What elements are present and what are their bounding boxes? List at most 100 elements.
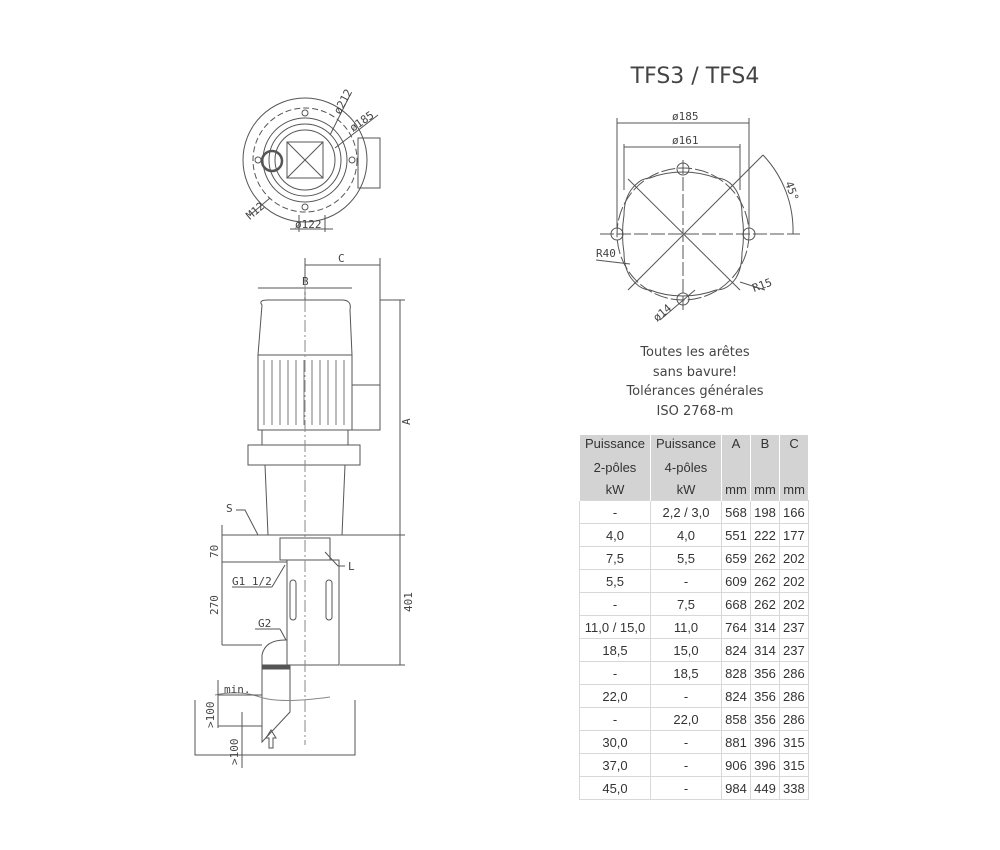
table-cell: 315 <box>779 753 809 777</box>
table-cell: 286 <box>779 684 809 708</box>
header-c: C <box>779 435 809 457</box>
table-cell: 237 <box>779 638 809 662</box>
table-cell: 396 <box>750 753 780 777</box>
label-d212: ø212 <box>331 87 355 117</box>
label-d122: ø122 <box>295 218 322 231</box>
table-cell: 668 <box>721 592 751 616</box>
table-cell: 177 <box>779 523 809 547</box>
header-unit: kW <box>650 478 722 501</box>
header-unit: mm <box>750 478 780 501</box>
table-cell: 11,0 / 15,0 <box>579 615 651 639</box>
label-g2: G2 <box>258 617 271 630</box>
table-cell: 22,0 <box>650 707 722 731</box>
table-cell: 11,0 <box>650 615 722 639</box>
table-cell: 30,0 <box>579 730 651 754</box>
table-cell: 4,0 <box>650 523 722 547</box>
note-line: sans bavure! <box>652 364 738 380</box>
pump-side-view: C B A 401 70 270 G1 1/2 G2 S L min. <box>194 252 415 768</box>
table-cell: 396 <box>750 730 780 754</box>
table-cell: 18,5 <box>579 638 651 662</box>
label-c: C <box>338 252 345 265</box>
table-cell: - <box>650 684 722 708</box>
label-45deg: 45° <box>782 180 801 203</box>
table-cell: 356 <box>750 707 780 731</box>
header-2poles-1: Puissance <box>579 435 651 457</box>
table-cell: 5,5 <box>650 546 722 570</box>
table-cell: 659 <box>721 546 751 570</box>
flow-arrow-icon <box>265 729 277 749</box>
table-cell: 166 <box>779 500 809 524</box>
table-cell: - <box>579 661 651 685</box>
table-cell: 222 <box>750 523 780 547</box>
table-cell: 2,2 / 3,0 <box>650 500 722 524</box>
table-cell: 262 <box>750 569 780 593</box>
label-a: A <box>400 418 413 425</box>
table-cell: 984 <box>721 776 751 800</box>
table-cell: 338 <box>779 776 809 800</box>
header-blank <box>721 457 751 478</box>
header-4poles-1: Puissance <box>650 435 722 457</box>
table-cell: 449 <box>750 776 780 800</box>
table-cell: 37,0 <box>579 753 651 777</box>
table-cell: 202 <box>779 569 809 593</box>
table-cell: 315 <box>779 730 809 754</box>
note-line: ISO 2768-m <box>656 403 734 419</box>
table-cell: 262 <box>750 546 780 570</box>
label-min: min. <box>224 683 251 696</box>
label-r40: R40 <box>596 247 616 260</box>
table-cell: 5,5 <box>579 569 651 593</box>
page-title: TFS3 / TFS4 <box>630 64 760 89</box>
table-cell: 764 <box>721 615 751 639</box>
table-cell: - <box>650 776 722 800</box>
label-d161: ø161 <box>672 134 699 147</box>
tolerance-notes: Toutes les arêtes sans bavure! Tolérance… <box>590 343 800 421</box>
table-cell: 15,0 <box>650 638 722 662</box>
table-cell: 7,5 <box>579 546 651 570</box>
label-100b: >100 <box>228 739 241 766</box>
table-cell: 45,0 <box>579 776 651 800</box>
table-cell: - <box>650 569 722 593</box>
table-cell: 202 <box>779 546 809 570</box>
flange-drawing: 45° ø185 ø161 R40 R15 ø14 <box>595 110 801 324</box>
header-unit: kW <box>579 478 651 501</box>
label-270: 270 <box>208 595 221 615</box>
dimensions-table: Puissance Puissance A B C 2-pôles 4-pôle… <box>579 435 809 800</box>
table-cell: 202 <box>779 592 809 616</box>
table-cell: 356 <box>750 661 780 685</box>
header-blank <box>779 457 809 478</box>
table-cell: 824 <box>721 684 751 708</box>
table-cell: 858 <box>721 707 751 731</box>
label-g1: G1 1/2 <box>232 575 272 588</box>
table-cell: 198 <box>750 500 780 524</box>
table-cell: - <box>579 500 651 524</box>
table-cell: - <box>650 730 722 754</box>
label-401: 401 <box>402 592 415 612</box>
table-cell: 906 <box>721 753 751 777</box>
note-line: Toutes les arêtes <box>640 345 750 360</box>
label-d185: ø185 <box>672 110 699 123</box>
label-d185: ø185 <box>347 109 376 135</box>
label-100a: >100 <box>204 702 217 729</box>
table-cell: 7,5 <box>650 592 722 616</box>
label-s: S <box>226 502 233 515</box>
label-70: 70 <box>208 545 221 558</box>
table-cell: 286 <box>779 661 809 685</box>
label-l: L <box>348 560 355 573</box>
table-cell: 828 <box>721 661 751 685</box>
table-cell: 881 <box>721 730 751 754</box>
header-unit: mm <box>721 478 751 501</box>
header-2poles-2: 2-pôles <box>579 457 651 478</box>
